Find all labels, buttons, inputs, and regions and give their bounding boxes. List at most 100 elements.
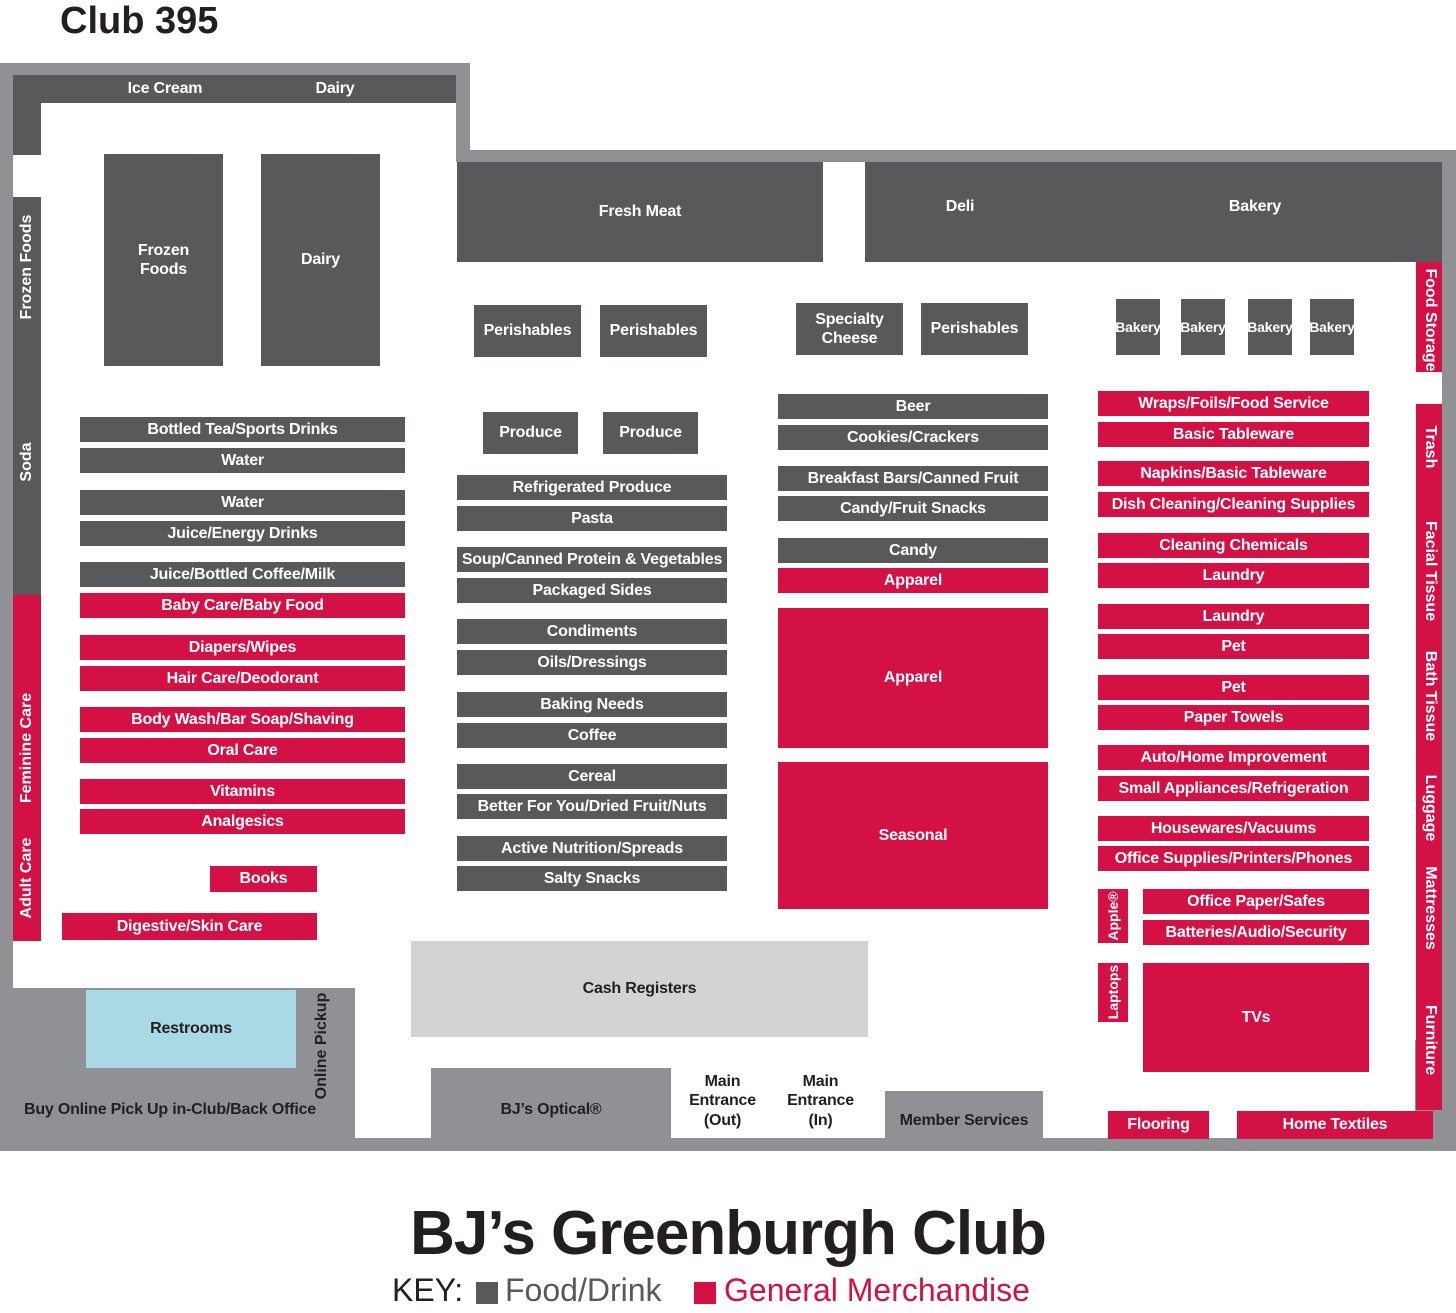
- aisle-shelf: Analgesics: [80, 809, 405, 834]
- aisle-shelf: Small Appliances/Refrigeration: [1098, 776, 1369, 801]
- bakery-island: Bakery: [1116, 299, 1160, 355]
- aisle-shelf: Salty Snacks: [457, 866, 727, 891]
- food-storage-wall: [1416, 262, 1444, 372]
- aisle-shelf: Diapers/Wipes: [80, 635, 405, 660]
- bjs-optical: BJ’s Optical®: [431, 1068, 671, 1151]
- legend: KEY: Food/Drink General Merchandise: [392, 1272, 1052, 1312]
- wall-strip-left-top: [13, 75, 41, 155]
- adult-care-label: Adult Care: [18, 837, 35, 919]
- mattresses-label: Mattresses: [1422, 866, 1439, 950]
- books-shelf: Books: [210, 866, 317, 892]
- front-wall-right: [1442, 150, 1456, 1151]
- front-wall-strip: [355, 1138, 1456, 1151]
- produce-island: Produce: [603, 412, 698, 454]
- aisle-shelf: Baby Care/Baby Food: [80, 593, 405, 618]
- main-entrance-in: Main Entrance (In): [787, 1073, 854, 1129]
- apple-label: Apple®: [1105, 891, 1121, 941]
- legend-general-label: General Merchandise: [724, 1272, 1030, 1308]
- aisle-shelf: Oral Care: [80, 738, 405, 763]
- bath-tissue-label: Bath Tissue: [1422, 650, 1439, 742]
- aisle-shelf: Breakfast Bars/Canned Fruit: [778, 466, 1048, 491]
- apple-display: [1098, 889, 1128, 943]
- aisle-shelf: Packaged Sides: [457, 578, 727, 603]
- restrooms: Restrooms: [86, 990, 296, 1068]
- aisle-shelf: Soup/Canned Protein & Vegetables: [457, 547, 727, 572]
- bakery-island: Bakery: [1181, 299, 1225, 355]
- furniture-label: Furniture: [1422, 1004, 1439, 1076]
- aisle-shelf: Bottled Tea/Sports Drinks: [80, 417, 405, 442]
- ice-cream-label: Ice Cream: [127, 80, 203, 98]
- perishables-island: Perishables: [474, 305, 581, 357]
- aisle-shelf: Dish Cleaning/Cleaning Supplies: [1098, 492, 1369, 517]
- home-goods-wall: [1416, 404, 1444, 1110]
- food-storage-label: Food Storage: [1422, 268, 1439, 372]
- legend-food-label: Food/Drink: [505, 1272, 662, 1308]
- aisle-shelf: Baking Needs: [457, 692, 727, 717]
- aisle-shelf: Cookies/Crackers: [778, 425, 1048, 450]
- specialty-cheese-island: Specialty Cheese: [796, 303, 903, 355]
- aisle-shelf: Juice/Energy Drinks: [80, 521, 405, 546]
- frozen-foods-wall: [13, 197, 41, 595]
- dairy-case: Dairy: [261, 154, 380, 366]
- aisle-shelf: Basic Tableware: [1098, 422, 1369, 447]
- aisle-shelf: Hair Care/Deodorant: [80, 666, 405, 691]
- perishables-island: Perishables: [600, 305, 707, 357]
- aisle-shelf: Wraps/Foils/Food Service: [1098, 391, 1369, 416]
- feminine-care-label: Feminine Care: [18, 692, 35, 804]
- aisle-shelf: Active Nutrition/Spreads: [457, 836, 727, 861]
- frozen-foods-case: Frozen Foods: [104, 154, 223, 366]
- soda-wall-label: Soda: [18, 442, 35, 482]
- aisle-shelf: Vitamins: [80, 779, 405, 804]
- aisle-shelf: Refrigerated Produce: [457, 475, 727, 500]
- aisle-shelf: Condiments: [457, 619, 727, 644]
- club-name: BJ’s Greenburgh Club: [410, 1199, 1047, 1268]
- aisle-shelf: Water: [80, 448, 405, 473]
- facial-tissue-label: Facial Tissue: [1422, 520, 1439, 622]
- bakery-dept: Bakery: [1228, 198, 1282, 216]
- aisle-shelf: Office Paper/Safes: [1143, 889, 1369, 914]
- aisle-shelf: Housewares/Vacuums: [1098, 816, 1369, 841]
- aisle-shelf: Coffee: [457, 723, 727, 748]
- aisle-shelf: Cleaning Chemicals: [1098, 533, 1369, 558]
- personal-care-wall: [13, 595, 41, 941]
- laptops-label: Laptops: [1105, 964, 1121, 1020]
- seasonal-area: Seasonal: [778, 762, 1048, 909]
- legend-general-swatch: [694, 1282, 716, 1304]
- sales-floor: [823, 162, 865, 262]
- aisle-shelf: Digestive/Skin Care: [62, 913, 317, 940]
- legend-food-swatch: [476, 1282, 498, 1304]
- produce-island: Produce: [483, 412, 578, 454]
- aisle-shelf: Candy/Fruit Snacks: [778, 496, 1048, 521]
- aisle-shelf: Laundry: [1098, 563, 1369, 588]
- perishables-island: Perishables: [921, 303, 1028, 355]
- aisle-shelf: Auto/Home Improvement: [1098, 745, 1369, 770]
- deli-bakery-block: [865, 162, 1442, 262]
- sales-floor: [13, 155, 41, 197]
- tvs-area: TVs: [1143, 963, 1369, 1072]
- aisle-shelf: Batteries/Audio/Security: [1143, 920, 1369, 945]
- aisle-shelf: Beer: [778, 394, 1048, 419]
- club-number: Club 395: [60, 0, 219, 42]
- aisle-shelf: Pasta: [457, 506, 727, 531]
- legend-label: KEY:: [392, 1272, 464, 1308]
- apparel-area: Apparel: [778, 608, 1048, 748]
- aisle-shelf: Apparel: [778, 568, 1048, 593]
- cash-registers: Cash Registers: [411, 941, 868, 1037]
- deli: Deli: [945, 198, 975, 216]
- flooring: Flooring: [1108, 1111, 1209, 1139]
- aisle-shelf: Candy: [778, 538, 1048, 563]
- aisle-shelf: Office Supplies/Printers/Phones: [1098, 846, 1369, 871]
- frozen-foods-wall-label: Frozen Foods: [18, 214, 35, 320]
- fresh-meat: Fresh Meat: [457, 162, 823, 262]
- aisle-shelf: Cereal: [457, 764, 727, 789]
- back-office: Buy Online Pick Up in-Club/Back Office: [23, 1101, 316, 1119]
- luggage-label: Luggage: [1422, 774, 1439, 842]
- aisle-shelf: Body Wash/Bar Soap/Shaving: [80, 707, 405, 732]
- aisle-shelf: Napkins/Basic Tableware: [1098, 461, 1369, 486]
- laptops-display: [1098, 963, 1128, 1022]
- aisle-shelf: Water: [80, 490, 405, 515]
- bakery-island: Bakery: [1310, 299, 1354, 355]
- online-pickup-label: Online Pickup: [313, 992, 330, 1100]
- home-textiles: Home Textiles: [1237, 1111, 1433, 1139]
- dairy-wall-label: Dairy: [315, 80, 355, 98]
